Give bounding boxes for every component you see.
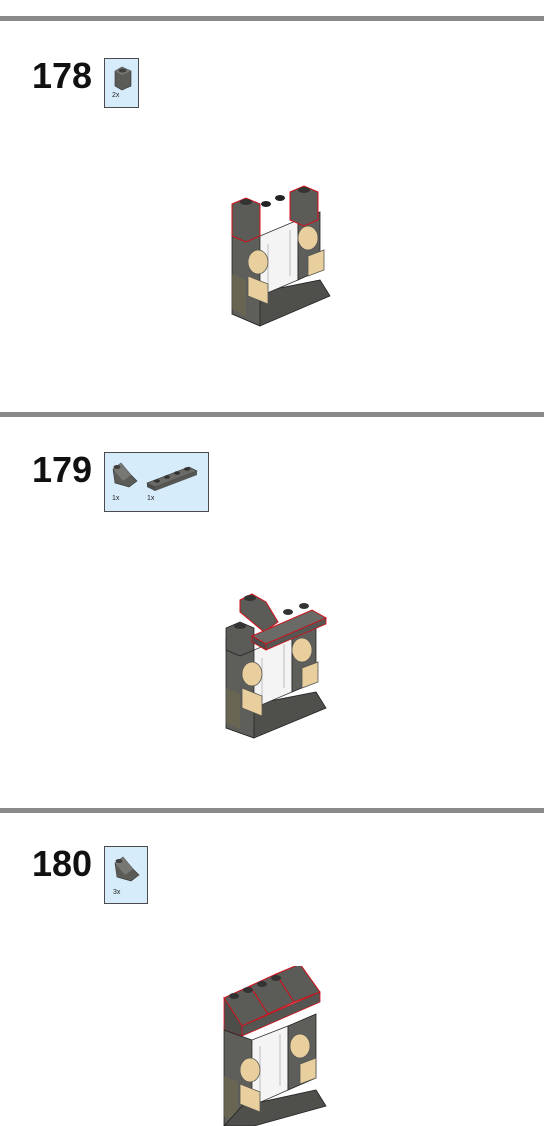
step-number: 178 [32,55,93,96]
step-178: 178 2x [0,56,544,396]
part-quantity: 1x [112,495,120,502]
part-quantity: 2x [112,92,120,99]
slope-and-plate-part-icons [112,462,198,491]
step-divider [0,412,544,417]
model-assembly-image [231,185,331,327]
slope-brick-part-icon [112,462,138,488]
model-assembly-image [223,966,327,1126]
model-assembly-image [225,593,328,739]
brick-1x1-part-icon [114,66,132,91]
step-divider [0,808,544,813]
step-179: 179 1x 1x [0,450,544,790]
parts-callout: 3x [104,846,148,904]
part-quantity: 3x [113,889,121,896]
plate-1x4-part-icon [146,466,198,491]
slope-brick-part-icon [114,856,140,882]
parts-callout: 1x 1x [104,452,209,512]
parts-callout: 2x [104,58,139,108]
step-180: 180 3x [0,843,544,1126]
part-quantity: 1x [147,495,155,502]
step-number: 179 [32,449,93,490]
step-divider [0,16,544,21]
step-number: 180 [32,843,93,884]
